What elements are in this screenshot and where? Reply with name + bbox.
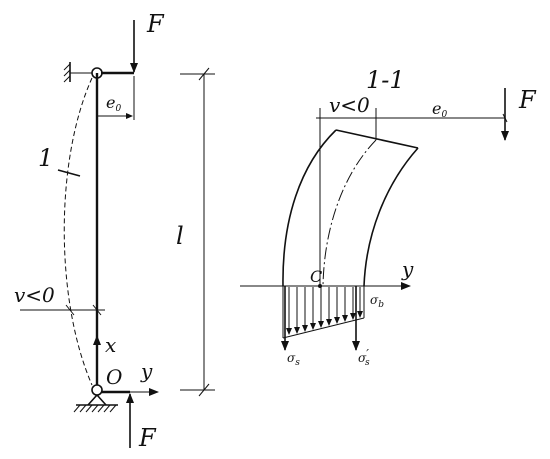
sigma-s-label: σs	[287, 351, 300, 368]
segment-right-edge	[363, 147, 419, 287]
section-cut-mark	[57, 169, 81, 177]
y-axis-left-label: y	[140, 359, 153, 383]
stress-profile-line	[282, 317, 365, 339]
bottom-support	[73, 394, 118, 413]
length-label: l	[176, 222, 184, 250]
x-axis-label: x	[105, 333, 116, 357]
top-force-label: F	[146, 10, 165, 38]
e0-left-label: e0	[106, 93, 121, 114]
bottom-force-label: F	[138, 424, 157, 452]
stress-distribution	[282, 286, 365, 339]
v-section-label: v<0	[329, 93, 370, 117]
y-axis-right-label: y	[401, 257, 414, 281]
segment-centerline	[322, 139, 377, 287]
centroid-label: C	[310, 267, 322, 286]
length-dimension: l	[176, 67, 215, 397]
section-number-label: 1	[38, 144, 53, 172]
deflected-shape	[63, 77, 93, 386]
section-group: 1-1 v<0 e0 F y C	[240, 66, 537, 368]
sigma-s-prime-label: σ′s	[358, 347, 370, 368]
v-left-label: v<0	[14, 283, 55, 307]
segment-left-edge	[282, 129, 337, 287]
sigma-b-label: σb	[370, 293, 384, 310]
section-title: 1-1	[366, 66, 405, 94]
origin-label: O	[106, 365, 122, 389]
column-group: F e0 1 v<0 x	[14, 10, 165, 452]
section-force-label: F	[518, 86, 537, 114]
bottom-pin	[91, 384, 103, 396]
e0-right-label: e0	[432, 99, 447, 120]
segment-top-edge	[335, 129, 419, 149]
